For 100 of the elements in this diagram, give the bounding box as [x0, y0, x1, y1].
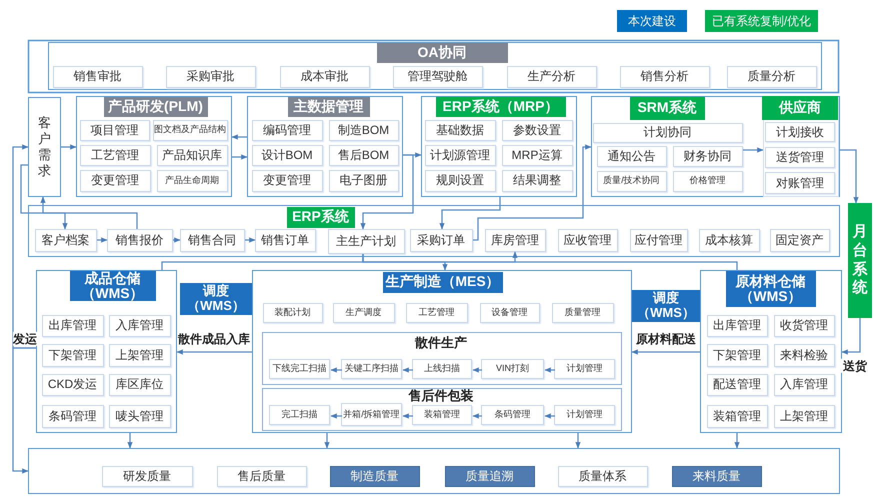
edge-label: 发运 [13, 332, 37, 346]
module-box: 应收管理 [558, 228, 618, 252]
module-box: 售后质量 [216, 466, 306, 486]
module-box: 下线完工扫描 [269, 359, 330, 379]
module-box: 价格管理 [672, 170, 742, 192]
connector-arrow [439, 197, 501, 230]
module-box: 关键工序扫描 [341, 359, 402, 379]
system-panel [28, 205, 840, 257]
module-box: 工艺管理 [80, 144, 150, 166]
connector-arrow [472, 413, 482, 419]
module-box: CKD发运 [42, 374, 104, 396]
module-box: 管理驾驶舱 [392, 66, 482, 88]
system-panel [48, 42, 822, 90]
module-box: 装配计划 [262, 302, 322, 322]
module-box: 成本核算 [698, 228, 760, 252]
panel-title: 成品仓储（WMS） [70, 270, 156, 300]
module-box: 下架管理 [42, 344, 104, 366]
module-box: 售后BOM [328, 144, 398, 166]
module-box: 条码管理 [42, 404, 104, 428]
module-box: 下架管理 [706, 344, 768, 366]
module-box: 销售审批 [52, 66, 142, 88]
module-box: 客户档案 [34, 228, 96, 252]
connector-arrow [402, 367, 413, 373]
connector-arrow [472, 367, 482, 373]
connector-arrow [734, 433, 740, 449]
connector-arrow [839, 149, 859, 204]
process-box: 客户需求 [28, 97, 61, 197]
edge-label: 送货 [840, 358, 870, 374]
module-box: 制造BOM [328, 120, 398, 140]
module-box: 质量/技术协同 [596, 170, 666, 192]
module-box: 库房管理 [484, 228, 546, 252]
module-box: 通知公告 [596, 146, 666, 166]
panel-title: ERP系统 [286, 206, 354, 228]
panel-title: 主数据管理 [288, 96, 370, 116]
connector-arrow [743, 147, 764, 153]
module-box: 产品知识库 [156, 144, 228, 166]
module-box: 来料质量 [672, 466, 762, 486]
module-box: 销售报价 [106, 228, 172, 252]
system-panel [700, 270, 842, 433]
module-box: 入库管理 [774, 374, 834, 396]
module-box: 设备管理 [480, 302, 540, 322]
module-box: 来料检验 [774, 344, 834, 366]
connector-arrow [231, 134, 247, 140]
panel-title: 产品研发(PLM) [104, 96, 208, 116]
module-box: 图文档及产品结构 [152, 120, 228, 140]
panel-title: 供应商 [762, 96, 838, 120]
system-panel [252, 270, 632, 433]
module-box: 装箱管理 [412, 405, 472, 425]
panel-title: 原材料仓储（WMS） [726, 270, 816, 306]
module-box: 采购审批 [166, 66, 256, 88]
connector-arrow [544, 367, 555, 373]
connector-arrow [330, 413, 342, 419]
panel-title: OA协同 [376, 42, 508, 62]
panel-title: 生产制造（MES） [382, 272, 502, 292]
connector-arrow [330, 367, 342, 373]
module-box: MRP运算 [502, 144, 572, 166]
module-box: 销售订单 [254, 228, 316, 252]
dispatch-box: 调度（WMS） [180, 283, 252, 315]
section-heading: 散件生产 [414, 335, 468, 352]
module-box: 收货管理 [774, 314, 834, 336]
module-box: 生产调度 [332, 302, 394, 322]
module-box: 编码管理 [252, 120, 322, 140]
box-frame [28, 448, 840, 494]
dispatch-box: 调度（WMS） [632, 290, 700, 322]
module-box: 送货管理 [765, 147, 835, 168]
module-box: VIN打刻 [481, 359, 544, 379]
connector-arrow [473, 144, 592, 241]
system-panel [76, 96, 232, 197]
section-panel [262, 332, 622, 384]
connector-arrow [176, 349, 252, 355]
panel-title: SRM系统 [630, 96, 704, 120]
module-box: 设计BOM [252, 144, 322, 166]
module-box: 库区库位 [108, 374, 170, 396]
module-box: 入库管理 [108, 314, 170, 336]
connector-arrow [402, 413, 413, 419]
connector-arrow [127, 433, 133, 449]
module-box: 应付管理 [630, 228, 688, 252]
module-box: 基础数据 [424, 120, 496, 140]
module-box: 研发质量 [102, 466, 192, 486]
connector-arrow [97, 237, 108, 243]
module-box: 制造质量 [330, 466, 420, 486]
module-box: 唛头管理 [108, 404, 170, 428]
module-box: 质量管理 [552, 302, 614, 322]
module-box: 上架管理 [774, 404, 834, 428]
module-box: 主生产计划 [328, 228, 404, 254]
connector-arrow [173, 237, 181, 243]
connector-arrow [841, 318, 861, 355]
module-box: 装箱管理 [706, 404, 768, 428]
module-box: 计划协同 [592, 122, 742, 142]
section-panel [262, 388, 622, 430]
module-box: 计划管理 [554, 359, 615, 379]
module-box: 财务协同 [672, 146, 742, 166]
connector-arrow [12, 347, 36, 474]
connector-arrow [360, 154, 414, 230]
system-panel [591, 96, 840, 197]
system-panel [36, 270, 177, 433]
connector-arrow [40, 196, 138, 229]
module-box: 质量追溯 [444, 466, 534, 486]
module-box: 出库管理 [42, 314, 104, 336]
module-box: 计划接收 [765, 122, 835, 142]
